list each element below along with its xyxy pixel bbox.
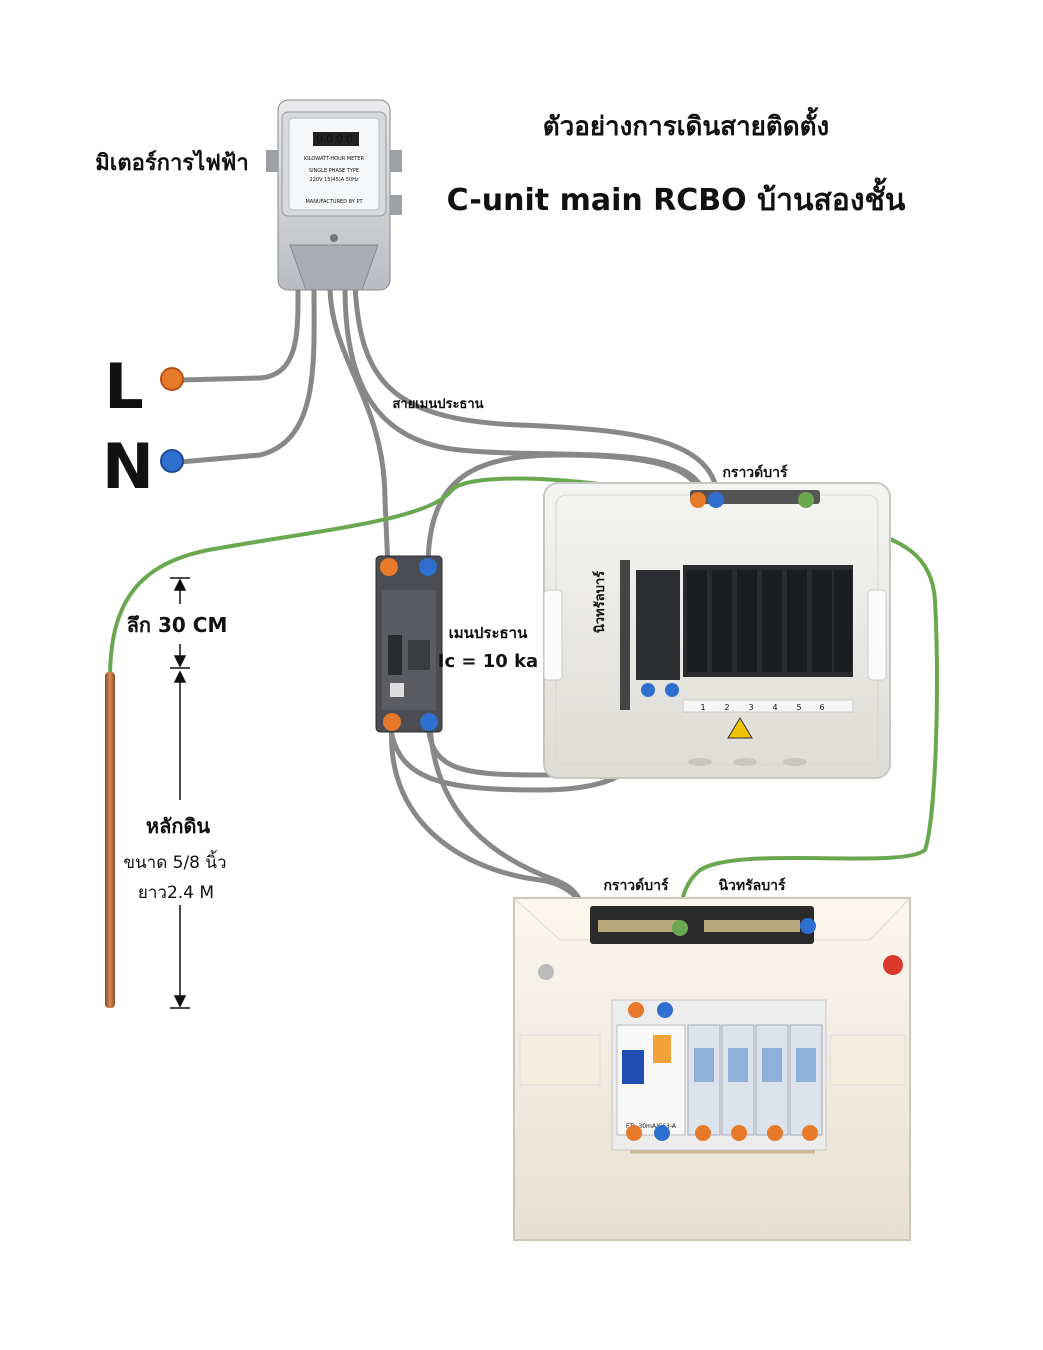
panel1-breaker-in-N xyxy=(641,683,655,697)
panel2-terminal-out-5 xyxy=(767,1125,783,1141)
panel2-ground-bar-label: กราวด์บาร์ xyxy=(603,877,669,894)
slot-3: 3 xyxy=(748,703,753,712)
main-breaker-ic: Ic = 10 ka xyxy=(438,651,538,672)
main-breaker-label: เมนประธาน xyxy=(449,624,528,642)
panel2-rcbo-in-L xyxy=(628,1002,644,1018)
warning-icon xyxy=(727,717,753,739)
panel2-rcbo-in-N xyxy=(657,1002,673,1018)
panel2-terminal-out-6 xyxy=(802,1125,818,1141)
rod-length-label: ยาว2.4 M xyxy=(138,883,214,903)
main-breaker-terminal-N-bottom xyxy=(420,713,438,731)
panel2-neutral-bar-label: นิวทรัลบาร์ xyxy=(718,877,786,894)
line-L-label: L xyxy=(104,350,144,423)
meter-footer: MANUFACTURED BY PT xyxy=(305,199,363,205)
ground-rod xyxy=(105,672,115,1008)
panel1-terminal-ground xyxy=(798,492,814,508)
rod-size-label: ขนาด 5/8 นิ้ว xyxy=(123,850,226,873)
depth-dimension xyxy=(170,577,190,669)
slot-6: 6 xyxy=(819,703,824,712)
diagram-title: ตัวอย่างการเดินสายติดตั้ง xyxy=(543,106,830,142)
terminal-N-incoming xyxy=(160,449,184,473)
panel1-ground-bar-label: กราวด์บาร์ xyxy=(722,464,788,481)
main-breaker-terminal-L-bottom xyxy=(383,713,401,731)
consumer-unit-2: FTL-30mA/C63-A xyxy=(513,897,911,1241)
slot-1: 1 xyxy=(700,703,705,712)
main-breaker xyxy=(375,555,443,733)
main-cable-label: สายเมนประธาน xyxy=(392,397,483,412)
rod-length-dimension xyxy=(170,670,190,1009)
main-breaker-terminal-L-top xyxy=(380,558,398,576)
panel2-terminal-out-4 xyxy=(731,1125,747,1141)
panel2-ground-terminal xyxy=(672,920,688,936)
slot-numbers: 1 2 3 4 5 6 xyxy=(700,703,824,712)
wire-N-incoming xyxy=(177,282,317,465)
line-N-label: N xyxy=(102,430,154,503)
electric-meter: 0000 KILOWATT-HOUR METER SINGLE PHASE TY… xyxy=(266,99,402,291)
slot-5: 5 xyxy=(796,703,801,712)
wire-ground-rod xyxy=(108,476,692,680)
meter-label: มิเตอร์การไฟฟ้า xyxy=(95,149,248,176)
terminal-L-incoming xyxy=(160,367,184,391)
panel2-terminal-out-3 xyxy=(695,1125,711,1141)
slot-2: 2 xyxy=(724,703,729,712)
meter-model: KILOWATT-HOUR METER xyxy=(304,156,364,162)
panel2-terminal-out-2 xyxy=(654,1125,670,1141)
depth-label: ลึก 30 CM xyxy=(127,613,228,637)
wire-main-to-panel-N xyxy=(425,452,703,571)
meter-spec-2: 220V 15(45)A 50Hz xyxy=(310,177,359,183)
meter-spec-1: SINGLE PHASE TYPE xyxy=(309,168,359,174)
ground-rod-label: หลักดิน xyxy=(146,814,211,838)
panel1-neutral-bar-label: นิวทรัลบาร์ xyxy=(592,571,608,633)
meter-digits: 0000 xyxy=(316,133,356,146)
wire-L-incoming xyxy=(177,282,301,383)
panel2-neutral-terminal xyxy=(800,918,816,934)
panel2-terminal-out-1 xyxy=(626,1125,642,1141)
rcbo-label: FTL-30mA/C63-A xyxy=(626,1123,677,1130)
consumer-unit-1: 1 2 3 4 5 6 xyxy=(543,482,891,779)
wire-main-cable xyxy=(352,282,721,503)
main-breaker-terminal-N-top xyxy=(419,558,437,576)
breaker-row-1 xyxy=(687,570,852,672)
slot-4: 4 xyxy=(772,703,777,712)
panel2-logo-icon xyxy=(883,955,903,975)
wire-ground-panel1-panel2 xyxy=(678,498,939,932)
panel1-terminal-L xyxy=(690,492,706,508)
diagram-subtitle: C-unit main RCBO บ้านสองชั้น xyxy=(447,177,906,218)
panel1-terminal-N xyxy=(708,492,724,508)
panel1-breaker-in-L xyxy=(665,683,679,697)
wire-meter-to-main-L xyxy=(327,282,391,571)
